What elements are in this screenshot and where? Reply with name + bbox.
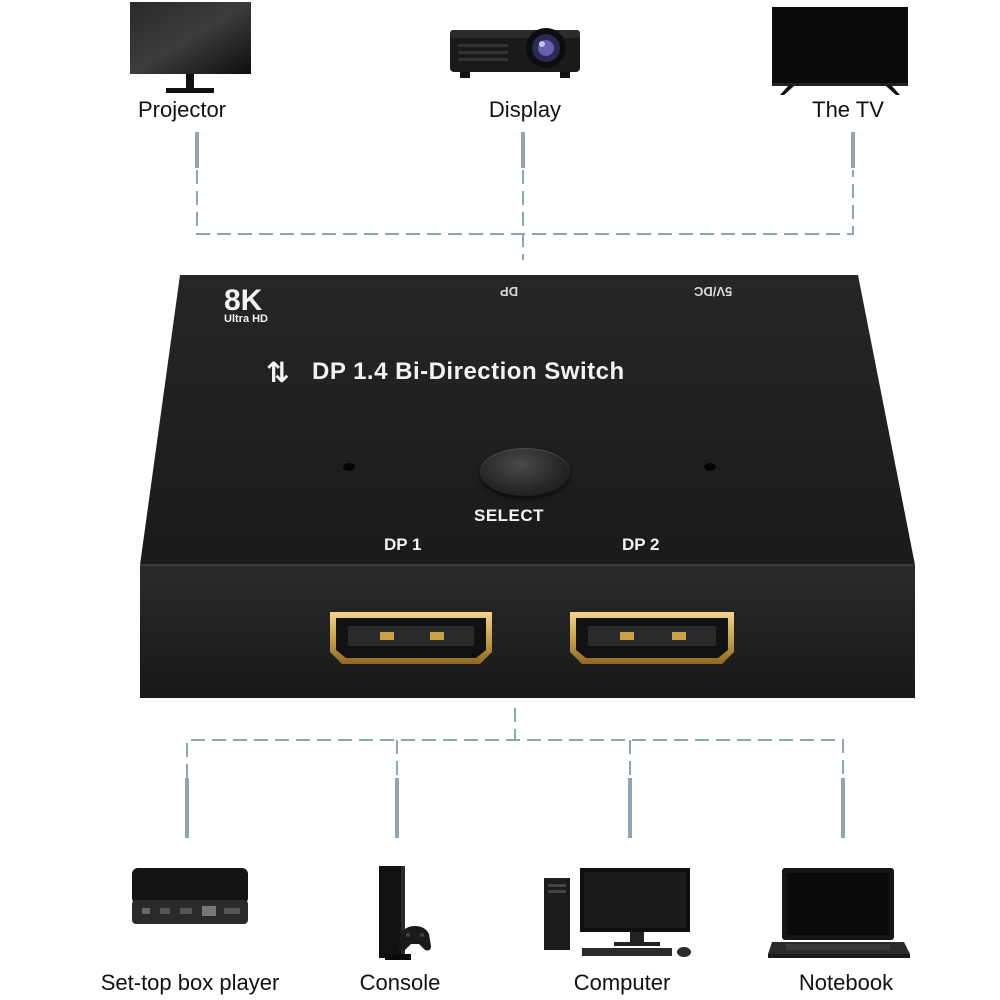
switch-top-face [140,275,915,565]
dp1-port [330,612,492,664]
select-button[interactable] [480,448,570,496]
dp-port-label-top: DP [500,284,519,299]
bottom-device-label-settop: Set-top box player [100,970,280,995]
switch-front-face [140,565,915,698]
tv-icon [770,5,910,95]
bidirection-arrows-icon: ⇅ [266,357,290,388]
game-console-icon [375,862,433,962]
port-label-dp1: DP 1 [384,535,422,554]
bottom-dashed-bus [186,739,844,778]
top-device-label-display: Display [488,97,562,122]
port-label-dp2: DP 2 [622,535,660,554]
bottom-device-label-notebook: Notebook [798,970,894,995]
desktop-computer-icon [542,866,702,958]
dp2-port [570,612,734,664]
top-device-label-projector: Projector [137,97,227,122]
projector-icon [448,18,583,80]
select-label: SELECT [474,506,545,525]
switch-title: DP 1.4 Bi-Direction Switch [312,358,625,385]
resolution-subtitle: Ultra HD [224,313,269,325]
top-device-label-tv: The TV [812,97,884,122]
monitor-icon [128,2,253,97]
bottom-device-label-console: Console [359,970,441,995]
led-indicator-dp2 [704,463,716,471]
led-indicator-dp1 [343,463,355,471]
resolution-badge: 8K [224,284,263,317]
power-port-label-top: 5V/DC [694,284,733,299]
set-top-box-icon [130,866,250,928]
bottom-device-label-computer: Computer [573,970,671,995]
laptop-icon [766,866,912,962]
top-dashed-bus [196,170,854,235]
